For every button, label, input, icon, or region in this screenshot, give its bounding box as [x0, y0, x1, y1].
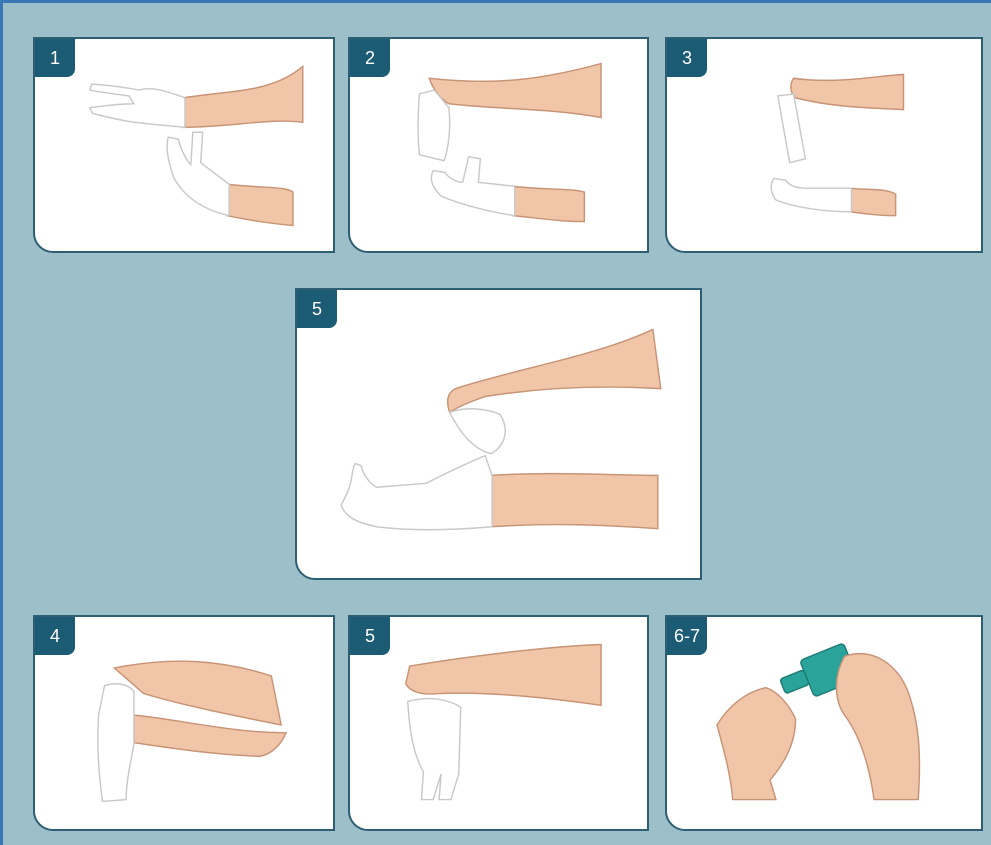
panel-step-2: 2	[348, 37, 649, 253]
glove-discard-illustration	[350, 617, 647, 829]
glove-slide-off-illustration	[297, 290, 700, 578]
panel-step-3: 3	[665, 37, 983, 253]
step-badge: 6-7	[667, 617, 707, 655]
panel-step-5-small: 5	[348, 615, 649, 831]
step-badge: 5	[297, 290, 337, 328]
hand-sanitizer-illustration	[667, 617, 981, 829]
step-badge: 5	[350, 617, 390, 655]
glove-balled-in-hand-illustration	[35, 617, 333, 829]
step-badge: 4	[35, 617, 75, 655]
panel-step-6-7: 6-7	[665, 615, 983, 831]
step-badge: 1	[35, 39, 75, 77]
panel-step-4: 4	[33, 615, 335, 831]
gloved-hands-pinching-illustration	[35, 39, 333, 251]
glove-peeling-illustration	[350, 39, 647, 251]
step-badge: 2	[350, 39, 390, 77]
panel-step-5-large: 5	[295, 288, 702, 580]
step-badge: 3	[667, 39, 707, 77]
glove-inverted-illustration	[667, 39, 981, 251]
panel-step-1: 1	[33, 37, 335, 253]
